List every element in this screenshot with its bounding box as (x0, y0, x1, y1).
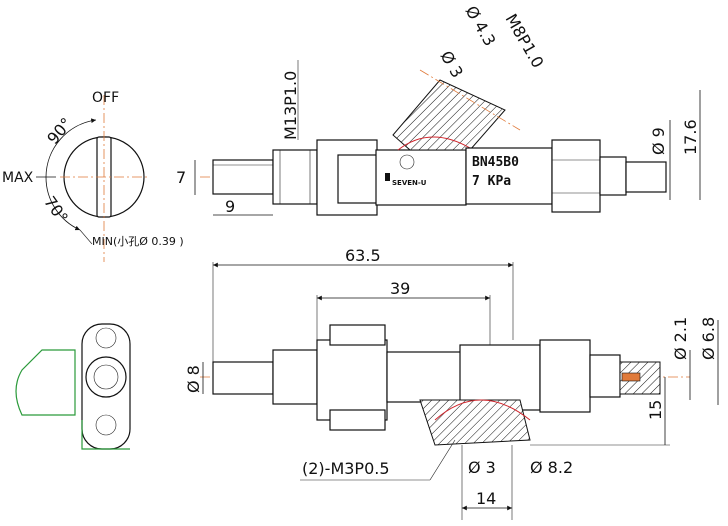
dim-d3-bottom: Ø 3 (468, 458, 496, 477)
dim-m8: M8P1.0 (502, 11, 548, 72)
dial-min-label: MIN(小孔Ø 0.39 ) (92, 235, 184, 248)
dim-635: 63.5 (345, 246, 381, 265)
dim-m3: (2)-M3P0.5 (302, 459, 390, 478)
model-text: BN45B0 (472, 155, 519, 170)
dim-d8: Ø 8 (184, 365, 203, 393)
top-view: BN45B0 7 KPa SEVEN-U M13P1.0 Ø 3 Ø 4.3 M… (176, 3, 701, 216)
dim-d21: Ø 2.1 (671, 317, 690, 360)
dim-m13: M13P1.0 (281, 71, 300, 140)
dial-view: OFF MAX 90° 70° MIN(小孔Ø 0.39 ) (2, 90, 184, 262)
dial-max-label: MAX (2, 170, 34, 186)
dim-d43: Ø 4.3 (462, 3, 500, 50)
dim-d82: Ø 8.2 (530, 458, 573, 477)
dim-d9: Ø 9 (649, 127, 668, 155)
dial-off-label: OFF (92, 90, 119, 106)
brand-text: SEVEN-U (392, 179, 427, 187)
dim-176: 17.6 (681, 119, 700, 155)
dim-d68: Ø 6.8 (699, 317, 718, 360)
side-view (15, 323, 131, 450)
dim-9: 9 (225, 197, 235, 216)
dim-7: 7 (176, 168, 186, 187)
dim-15: 15 (646, 400, 665, 420)
pressure-text: 7 KPa (472, 174, 511, 189)
bottom-view: 63.5 39 Ø 8 Ø 2.1 Ø 6.8 15 (2)-M3P0.5 Ø … (184, 246, 719, 520)
dim-39: 39 (390, 279, 410, 298)
dial-angle-90: 90° (43, 114, 76, 148)
dim-14: 14 (476, 489, 496, 508)
dim-d3-top: Ø 3 (437, 48, 467, 82)
